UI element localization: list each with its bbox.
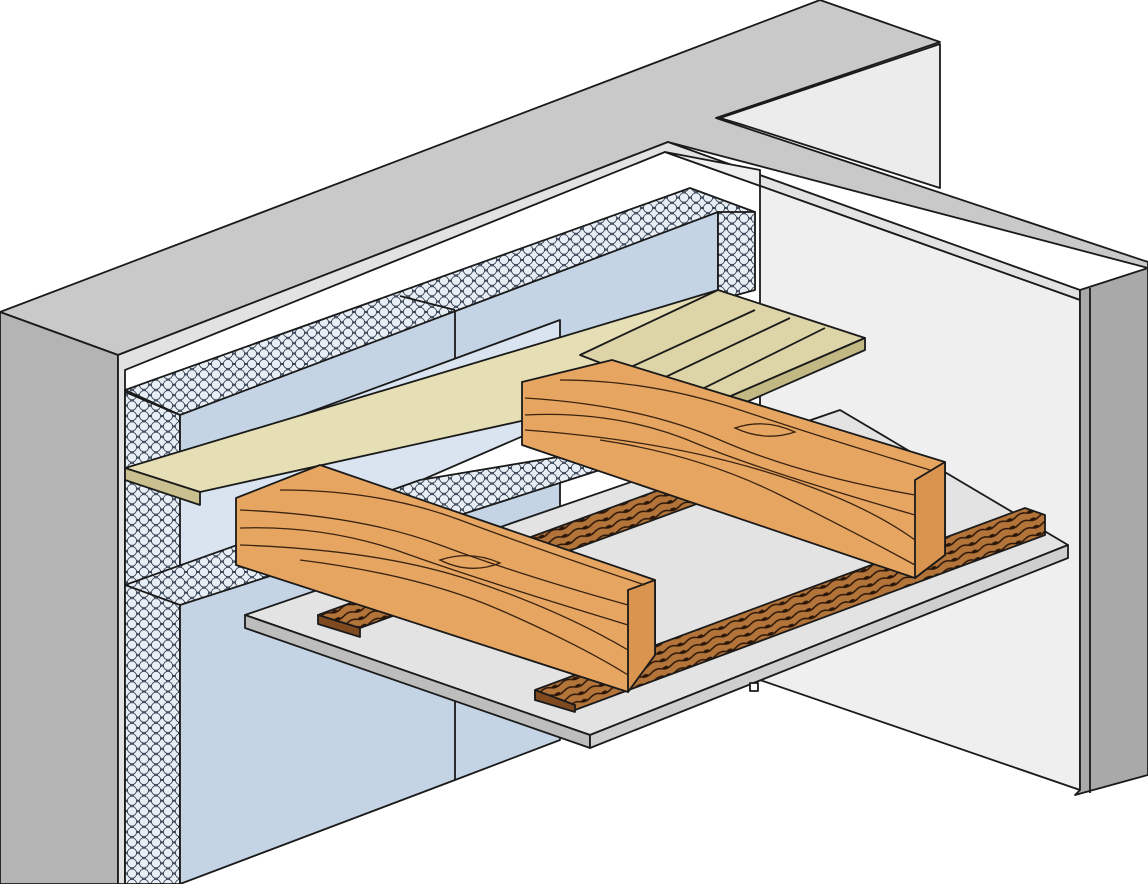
cross-wall-inner-top — [719, 43, 941, 189]
anchor-bolt — [749, 682, 759, 692]
hexagonal-mesh — [124, 584, 181, 884]
ceiling-board-edge — [589, 544, 1069, 749]
batten-end — [317, 614, 361, 638]
timber-beam-end — [914, 461, 946, 579]
timber-beam-front — [235, 464, 656, 693]
wall-left-face — [0, 311, 119, 884]
hexagonal-mesh — [717, 211, 756, 301]
timber-beam-end — [627, 579, 656, 693]
timber-beam-back — [521, 359, 946, 579]
batten-end — [534, 689, 576, 713]
cross-wall-end — [1074, 267, 1148, 796]
